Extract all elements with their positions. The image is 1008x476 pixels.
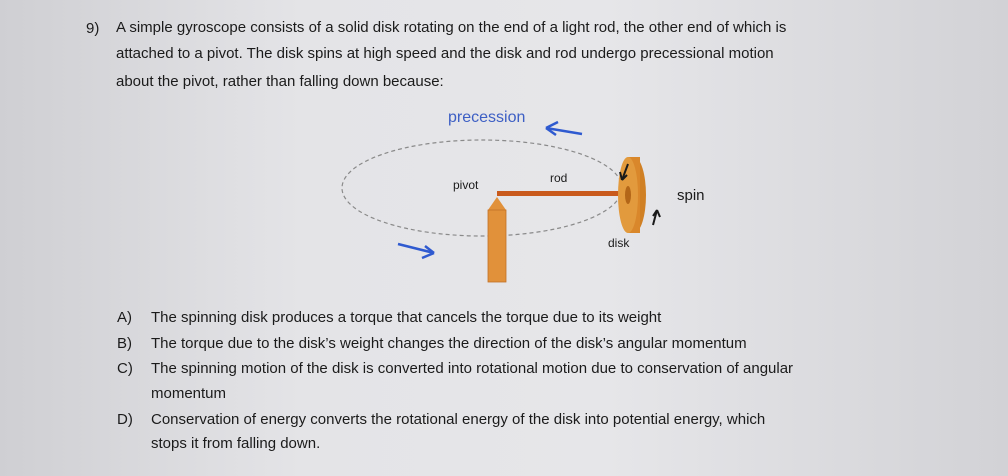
option-c-text: The spinning motion of the disk is conve… xyxy=(151,360,794,377)
pivot-post xyxy=(487,197,507,283)
gyroscope-diagram: precession xyxy=(341,109,705,283)
spin-label: spin xyxy=(677,187,705,204)
precession-label: precession xyxy=(448,109,525,126)
question-line-1: A simple gyroscope consists of a solid d… xyxy=(116,19,787,36)
disk-label: disk xyxy=(608,236,630,250)
question-line-2: attached to a pivot. The disk spins at h… xyxy=(116,45,774,62)
option-c-letter: C) xyxy=(117,360,133,377)
precession-orbit xyxy=(341,139,623,237)
precession-arrow-top xyxy=(545,120,583,137)
spin-arrow-top xyxy=(619,163,629,181)
rod xyxy=(497,191,623,196)
pivot-label: pivot xyxy=(453,178,479,192)
option-d-letter: D) xyxy=(117,411,133,428)
disk-shape xyxy=(618,157,646,233)
question-number: 9) xyxy=(86,20,100,37)
option-a-letter: A) xyxy=(117,309,132,326)
question-line-3: about the pivot, rather than falling dow… xyxy=(116,73,444,90)
option-b-letter: B) xyxy=(117,335,132,352)
option-d-text-continued: stops it from falling down. xyxy=(151,435,321,452)
precession-arrow-bottom xyxy=(397,242,435,260)
option-a-text: The spinning disk produces a torque that… xyxy=(151,309,662,326)
rod-label: rod xyxy=(550,171,567,185)
option-d-text: Conservation of energy converts the rota… xyxy=(151,411,766,428)
spin-arrow-bottom xyxy=(652,209,661,226)
option-c-text-continued: momentum xyxy=(151,385,227,402)
option-b-text: The torque due to the disk’s weight chan… xyxy=(151,335,747,352)
